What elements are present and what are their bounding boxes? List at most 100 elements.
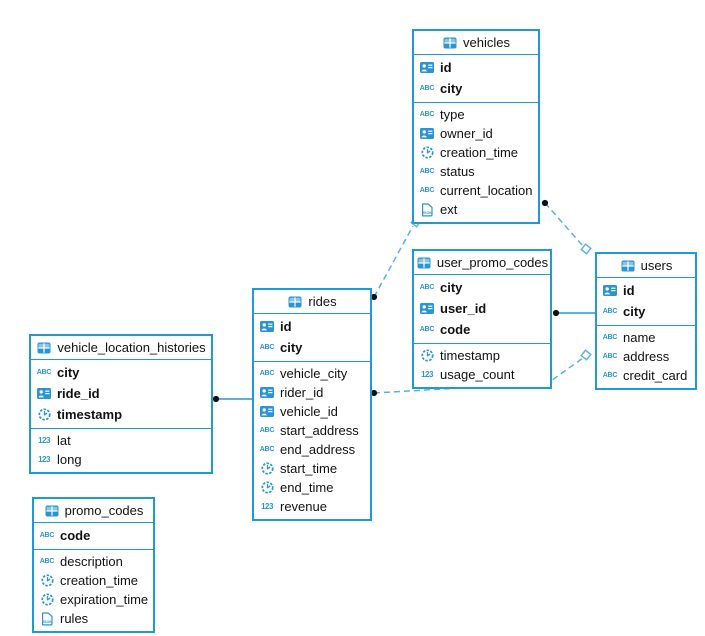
abc-text-icon: ABC bbox=[39, 532, 55, 539]
column-name: start_time bbox=[280, 461, 338, 476]
column-name: revenue bbox=[280, 499, 327, 514]
column-row-start_time[interactable]: start_time bbox=[254, 459, 370, 478]
column-row-id[interactable]: id bbox=[254, 316, 370, 337]
clock-icon bbox=[419, 349, 435, 362]
table-title: rides bbox=[308, 294, 337, 309]
abc-text-icon: ABC bbox=[259, 344, 275, 351]
relation-rides-to-vehicles[interactable] bbox=[373, 225, 414, 298]
table-header[interactable]: promo_codes bbox=[34, 499, 153, 523]
table-header[interactable]: user_promo_codes bbox=[414, 251, 550, 275]
table-header[interactable]: vehicles bbox=[414, 31, 538, 55]
table-icon bbox=[442, 37, 458, 49]
primary-key-section: ABC code bbox=[34, 523, 153, 550]
column-row-creation_time[interactable]: creation_time bbox=[34, 571, 153, 590]
column-name: timestamp bbox=[57, 407, 123, 422]
clock-icon bbox=[259, 481, 275, 494]
table-header[interactable]: rides bbox=[254, 290, 370, 314]
relation-endpoint-dot bbox=[212, 395, 220, 403]
column-row-timestamp[interactable]: timestamp bbox=[31, 404, 211, 425]
column-row-vehicle_id[interactable]: vehicle_id bbox=[254, 402, 370, 421]
column-row-timestamp[interactable]: timestamp bbox=[414, 346, 550, 365]
column-name: city bbox=[440, 81, 463, 96]
column-name: code bbox=[60, 528, 91, 543]
column-name: status bbox=[440, 164, 475, 179]
column-row-city[interactable]: ABC city bbox=[254, 337, 370, 358]
column-name: rider_id bbox=[280, 385, 324, 400]
column-name: id bbox=[440, 60, 452, 75]
column-row-status[interactable]: ABC status bbox=[414, 162, 538, 181]
column-row-owner_id[interactable]: owner_id bbox=[414, 124, 538, 143]
relation-endpoint-dot bbox=[370, 389, 378, 397]
column-row-expiration_time[interactable]: expiration_time bbox=[34, 590, 153, 609]
column-name: expiration_time bbox=[60, 592, 149, 607]
table-header[interactable]: vehicle_location_histories bbox=[31, 336, 211, 360]
column-name: timestamp bbox=[440, 348, 500, 363]
column-row-ride_id[interactable]: ride_id bbox=[31, 383, 211, 404]
column-row-id[interactable]: id bbox=[414, 57, 538, 78]
table-icon bbox=[287, 296, 303, 308]
column-row-code[interactable]: ABC code bbox=[34, 525, 153, 546]
table-header[interactable]: users bbox=[597, 254, 695, 278]
id-badge-icon bbox=[419, 62, 435, 73]
svg-text:JSON: JSON bbox=[42, 620, 53, 624]
abc-text-icon: ABC bbox=[602, 353, 618, 360]
numeric-123-icon: 123 bbox=[261, 501, 273, 511]
column-name: user_id bbox=[440, 301, 487, 316]
numeric-123-icon: 123 bbox=[421, 369, 433, 379]
column-name: type bbox=[440, 107, 465, 122]
column-row-rider_id[interactable]: rider_id bbox=[254, 383, 370, 402]
column-name: id bbox=[623, 283, 635, 298]
column-name: city bbox=[280, 340, 303, 355]
column-row-user_id[interactable]: user_id bbox=[414, 298, 550, 319]
table-title: user_promo_codes bbox=[436, 255, 549, 270]
relation-vehicles-to-users[interactable] bbox=[544, 202, 584, 247]
abc-text-icon: ABC bbox=[602, 372, 618, 379]
numeric-123-icon: 123 bbox=[38, 435, 50, 445]
clock-icon bbox=[259, 462, 275, 475]
column-row-revenue[interactable]: 123 revenue bbox=[254, 497, 370, 516]
abc-text-icon: ABC bbox=[419, 284, 435, 291]
id-badge-icon bbox=[259, 387, 275, 398]
abc-text-icon: ABC bbox=[419, 168, 435, 175]
relation-endpoint-diamond bbox=[580, 243, 592, 255]
column-name: owner_id bbox=[440, 126, 493, 141]
abc-text-icon: ABC bbox=[36, 369, 52, 376]
column-row-end_time[interactable]: end_time bbox=[254, 478, 370, 497]
table-title: users bbox=[640, 258, 673, 273]
column-row-creation_time[interactable]: creation_time bbox=[414, 143, 538, 162]
column-name: vehicle_city bbox=[280, 366, 348, 381]
relation-endpoint-dot bbox=[541, 199, 549, 207]
column-row-id[interactable]: id bbox=[597, 280, 695, 301]
table-title: vehicles bbox=[463, 35, 510, 50]
